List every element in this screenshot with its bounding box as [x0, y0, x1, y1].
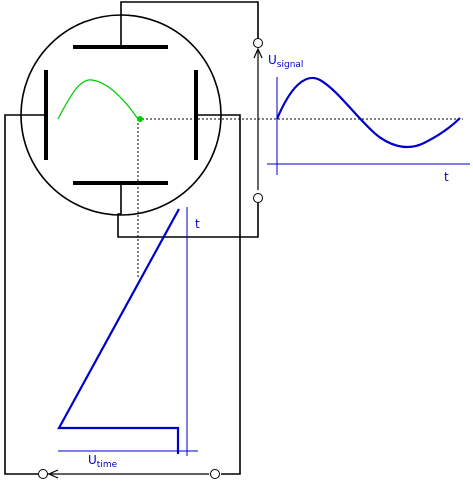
screen-trace	[57, 79, 139, 120]
signal-wire-top	[120, 1, 259, 41]
time-wire-left	[4, 114, 38, 475]
beam-spot	[137, 116, 143, 122]
time-wire-right	[221, 114, 241, 475]
sawtooth-waveform	[57, 208, 180, 454]
signal-voltage-label: Usignal	[268, 53, 303, 70]
signal-time-label: t	[444, 170, 449, 184]
signal-arrowhead	[253, 47, 263, 59]
signal-wire-bottom	[117, 203, 259, 238]
time-voltage-label: Utime	[88, 453, 118, 470]
time-arrowhead	[47, 469, 59, 479]
signal-terminal-top	[253, 38, 263, 48]
time-terminal-left	[38, 469, 48, 479]
time-terminal-right	[210, 469, 220, 479]
signal-terminal-bottom	[253, 193, 263, 203]
signal-waveform	[275, 77, 461, 149]
time-t-label: t	[195, 217, 200, 231]
